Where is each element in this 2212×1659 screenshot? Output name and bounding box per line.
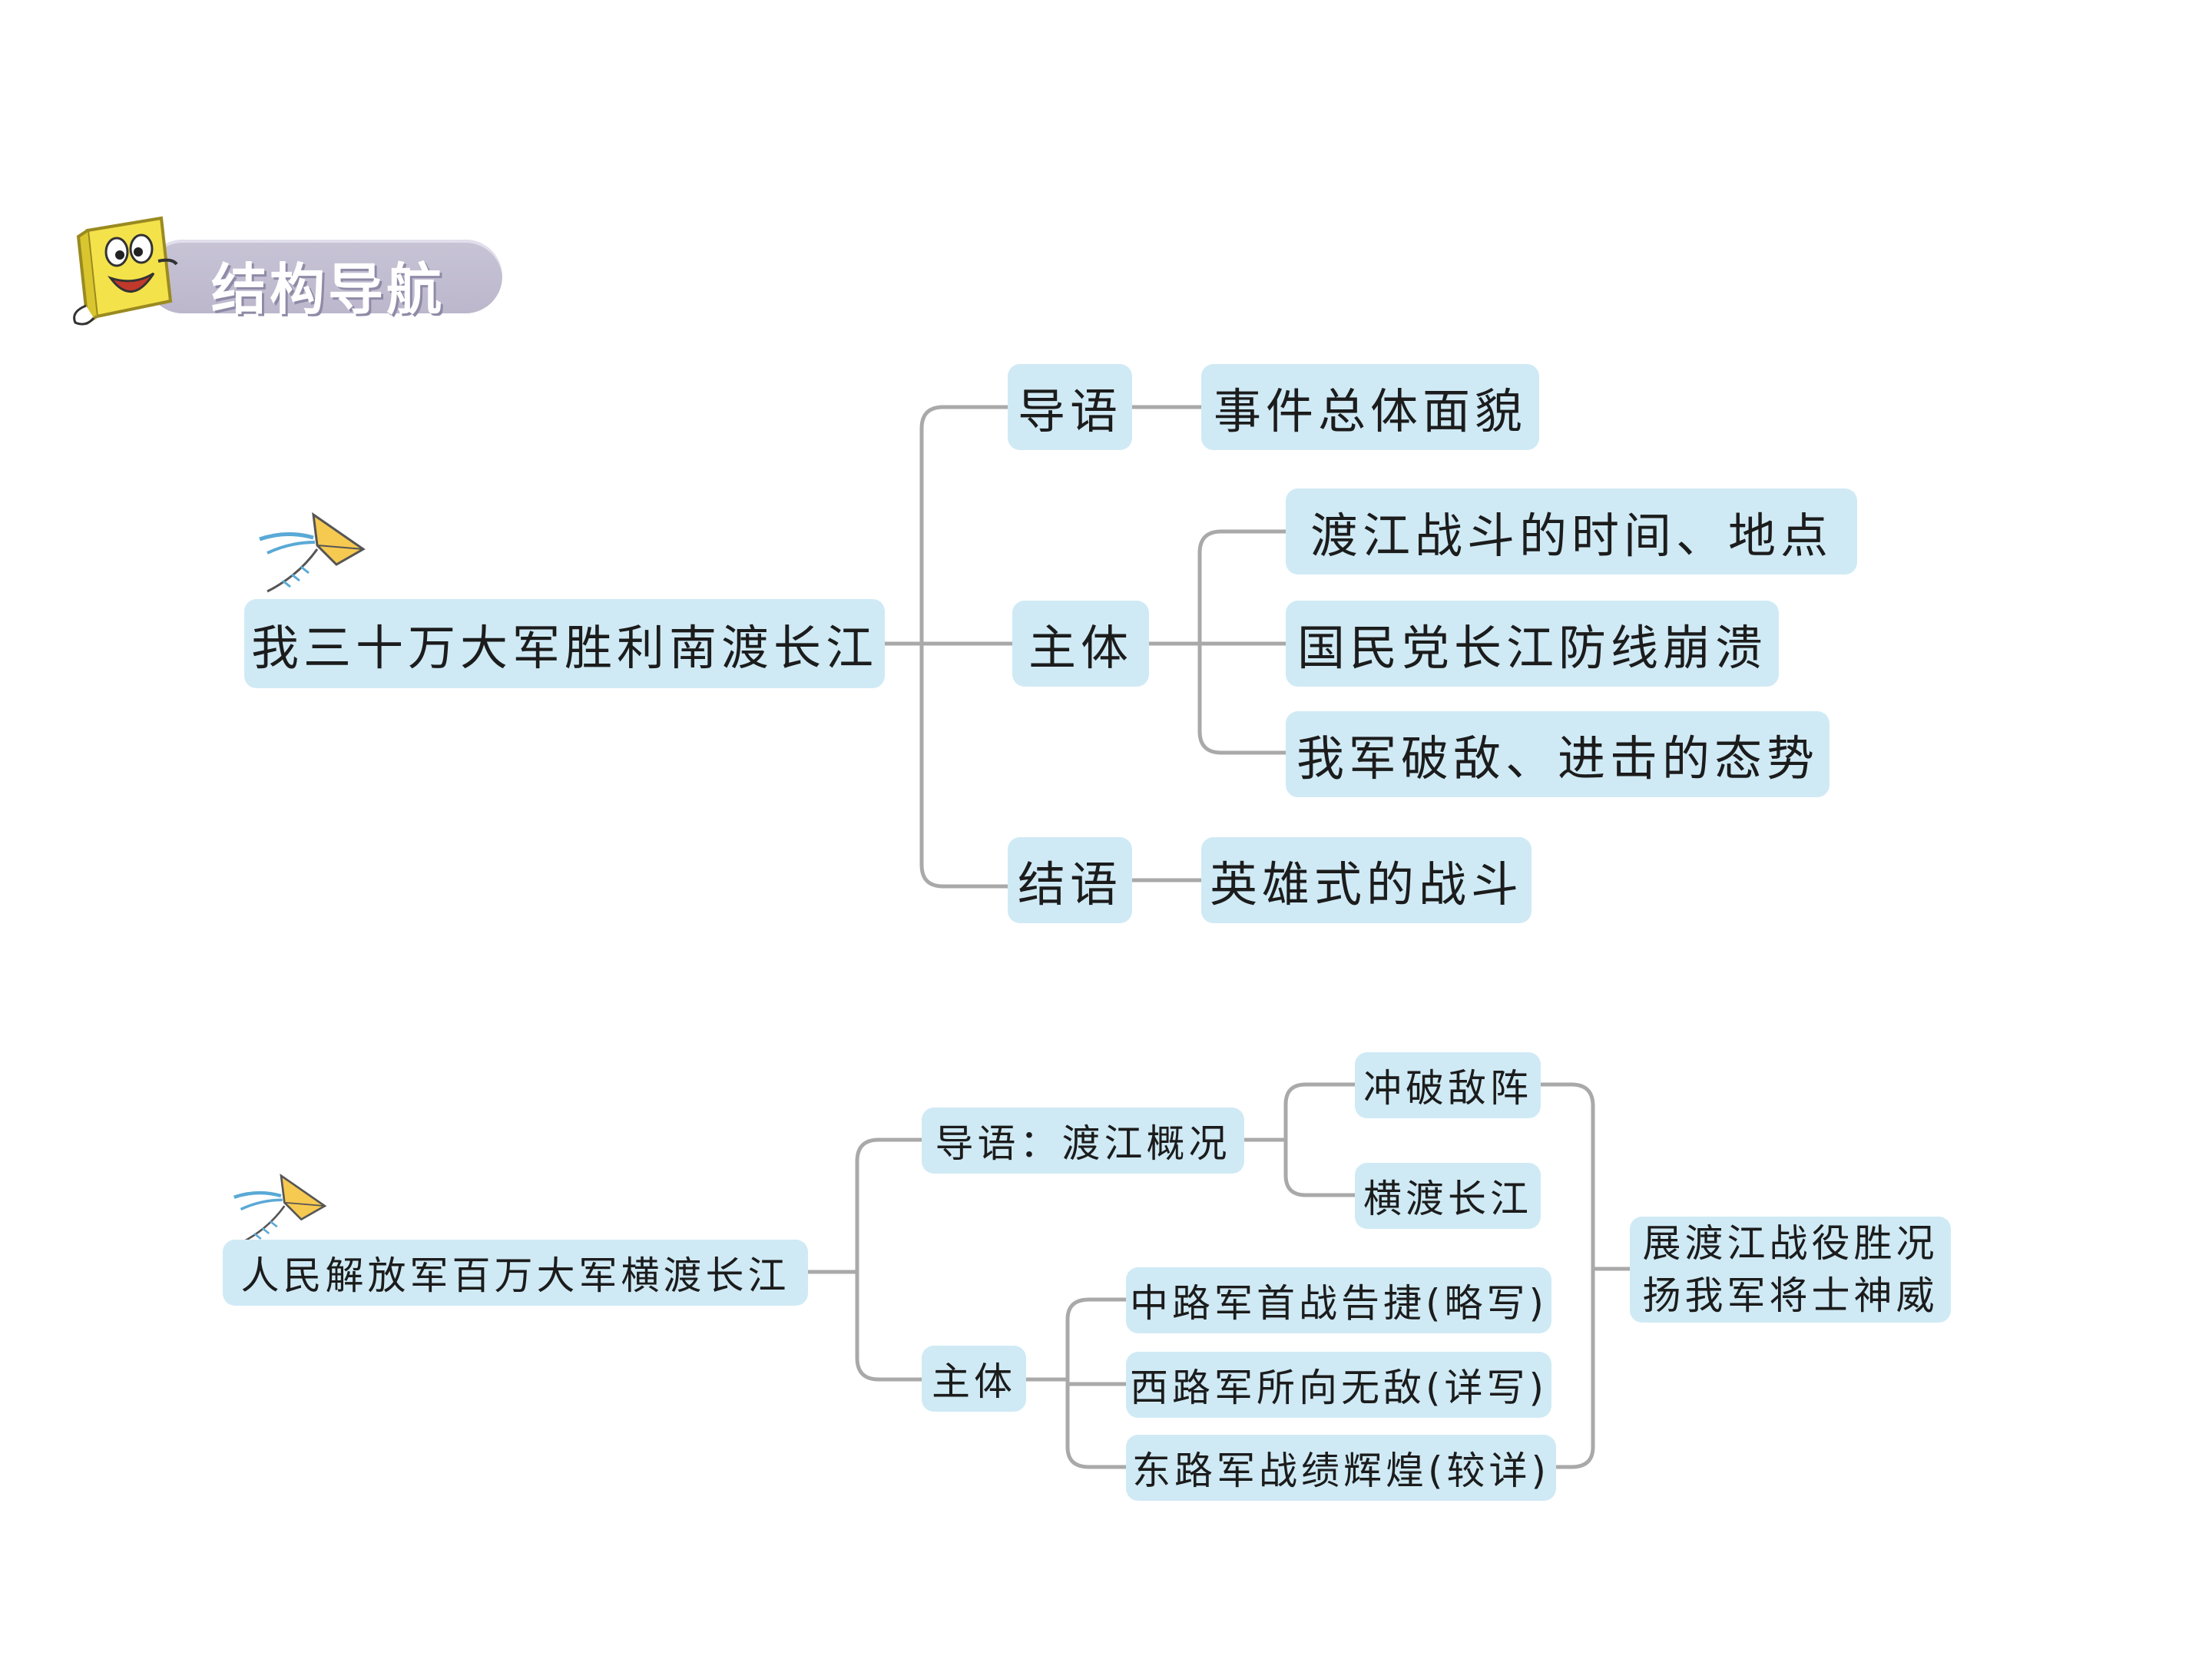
map1-body-item-node: 国民党长江防线崩溃 bbox=[1286, 601, 1779, 687]
kite-icon bbox=[259, 512, 366, 593]
map1-intro-node: 导语 bbox=[1008, 364, 1132, 450]
map2-body-item-node: 东路军战绩辉煌(较详) bbox=[1126, 1435, 1556, 1501]
map2-root-node: 人民解放军百万大军横渡长江 bbox=[223, 1240, 808, 1306]
map2-intro-item-node: 横渡长江 bbox=[1355, 1163, 1541, 1229]
header-title: 结构导航 bbox=[211, 257, 445, 322]
map2-summary-line: 扬我军将士神威 bbox=[1642, 1273, 1939, 1318]
map1-body-node: 主体 bbox=[1012, 601, 1149, 687]
map2-body-item-node: 西路军所向无敌(详写) bbox=[1126, 1352, 1551, 1418]
header-badge bbox=[146, 240, 502, 313]
map2-summary-node: 展渡江战役胜况 扬我军将士神威 bbox=[1630, 1217, 1951, 1323]
map1-ending-node: 结语 bbox=[1008, 837, 1132, 923]
map1-body-item-node: 渡江战斗的时间、地点 bbox=[1286, 488, 1857, 575]
map1-intro-detail-node: 事件总体面貌 bbox=[1201, 364, 1539, 450]
map1-body-item-node: 我军破敌、进击的态势 bbox=[1286, 711, 1830, 797]
book-mascot-icon bbox=[73, 216, 178, 326]
map2-summary-line: 展渡江战役胜况 bbox=[1642, 1221, 1939, 1266]
map2-intro-node: 导语：渡江概况 bbox=[922, 1108, 1244, 1174]
map1-ending-detail-node: 英雄式的战斗 bbox=[1201, 837, 1532, 923]
kite-icon bbox=[233, 1173, 327, 1244]
map2-intro-item-node: 冲破敌阵 bbox=[1355, 1052, 1541, 1118]
map1-root-node: 我三十万大军胜利南渡长江 bbox=[244, 599, 885, 688]
map2-body-item-node: 中路军首战告捷(略写) bbox=[1126, 1267, 1551, 1333]
map2-body-node: 主体 bbox=[922, 1346, 1026, 1412]
